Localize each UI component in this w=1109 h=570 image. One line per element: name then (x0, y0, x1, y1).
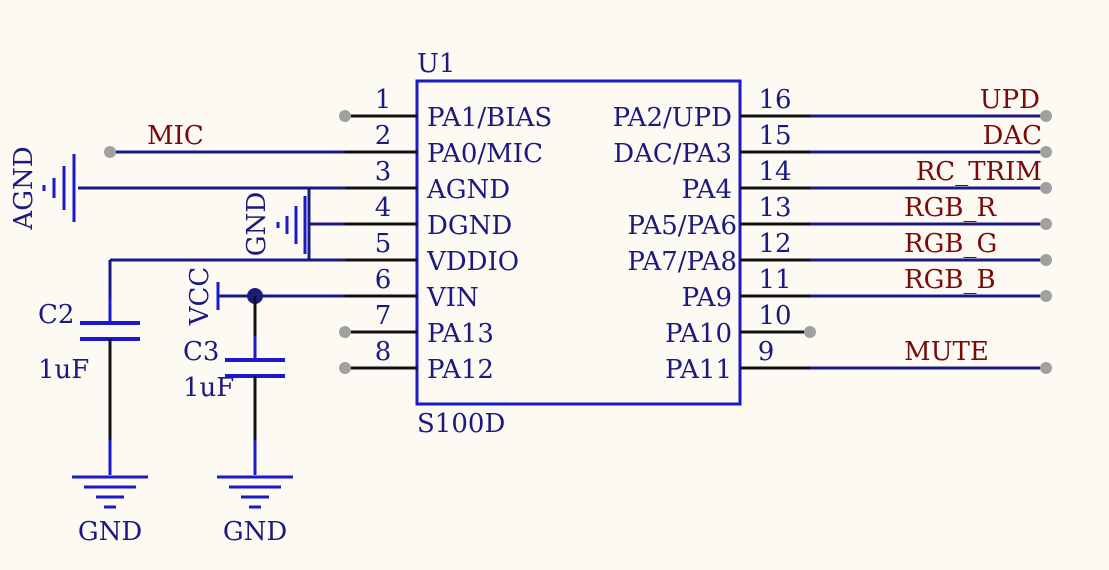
chip-body (415, 79, 742, 406)
endpoint-dots (104, 110, 1052, 374)
pin-3-name: AGND (426, 175, 510, 205)
c2-ref: C2 (38, 300, 74, 330)
endpoint-rc-trim (1040, 182, 1052, 194)
endpoint-pin-7 (339, 326, 351, 338)
pin-15-number: 15 (758, 121, 791, 151)
left-nets (78, 150, 345, 298)
pin-8-name: PA12 (427, 355, 494, 385)
pin-1-name: PA1/BIAS (427, 103, 552, 133)
pin-11-name: PA9 (682, 283, 732, 313)
capacitor-c3: C3 1uF (183, 296, 285, 475)
dgnd-label: GND (242, 192, 272, 256)
pin-6-name: VIN (426, 283, 479, 313)
agnd-symbol (42, 154, 76, 222)
pin-5-name: VDDIO (426, 247, 519, 277)
pin-12-name: PA7/PA8 (627, 247, 737, 277)
gnd-label-c2: GND (78, 517, 142, 547)
pin-3-number: 3 (375, 157, 392, 187)
endpoint-pin-10 (804, 326, 816, 338)
endpoint-rgb-b (1040, 290, 1052, 302)
net-label-dac: DAC (982, 121, 1042, 151)
endpoint-pin-8 (339, 362, 351, 374)
pin-14-number: 14 (758, 157, 791, 187)
pin-9-name: PA11 (665, 355, 732, 385)
pin-7-name: PA13 (427, 319, 494, 349)
pin-7-number: 7 (375, 301, 392, 331)
gnd-label-c3: GND (223, 517, 287, 547)
pin-14-name: PA4 (682, 175, 732, 205)
pin-10-number: 10 (758, 301, 791, 331)
pin-4-name: DGND (427, 211, 512, 241)
pin-8-number: 8 (375, 337, 392, 367)
net-label-rgb-g: RGB_G (904, 229, 997, 259)
chip-designator: U1 (417, 49, 455, 79)
c3-ref: C3 (183, 337, 219, 367)
endpoint-rgb-r (1040, 218, 1052, 230)
wire-vddio-tie (307, 224, 345, 262)
pin-16-name: PA2/UPD (613, 103, 732, 133)
wire-dgnd-tie (307, 188, 345, 226)
net-label-rgb-r: RGB_R (904, 193, 997, 223)
endpoint-pin-1 (339, 110, 351, 122)
net-label-mute: MUTE (904, 337, 989, 367)
pin-2-name: PA0/MIC (427, 139, 543, 169)
net-label-upd: UPD (980, 85, 1040, 115)
endpoint-mic (104, 146, 116, 158)
pin-9-number: 9 (758, 337, 775, 367)
c2-value: 1uF (38, 355, 89, 385)
pin-15-name: DAC/PA3 (613, 139, 732, 169)
pin-10-name: PA10 (665, 319, 732, 349)
net-label-rc-trim: RC_TRIM (916, 157, 1042, 187)
endpoint-rgb-g (1040, 254, 1052, 266)
endpoint-dac (1040, 146, 1052, 158)
pin-11-number: 11 (758, 265, 791, 295)
pin-4-number: 4 (375, 193, 392, 223)
endpoint-upd (1040, 110, 1052, 122)
pin-6-number: 6 (375, 265, 392, 295)
pin-1-number: 1 (375, 85, 392, 115)
net-label-rgb-b: RGB_B (904, 265, 996, 295)
pin-2-number: 2 (375, 121, 392, 151)
gnd-symbol-c2 (72, 475, 148, 509)
c3-value: 1uF (183, 373, 234, 403)
agnd-label: AGND (9, 146, 39, 230)
endpoint-mute (1040, 362, 1052, 374)
right-net-labels: UPD DAC RC_TRIM RGB_R RGB_G RGB_B MUTE (904, 85, 1042, 367)
dgnd-symbol (276, 196, 307, 254)
right-nets (810, 114, 1046, 370)
pin-13-number: 13 (758, 193, 791, 223)
pin-16-number: 16 (758, 85, 791, 115)
vcc-label: VCC (185, 267, 215, 327)
chip-part-number: S100D (417, 409, 505, 439)
net-label-mic: MIC (147, 121, 204, 151)
pin-12-number: 12 (758, 229, 791, 259)
gnd-symbol-c3 (217, 475, 293, 509)
capacitor-c2: C2 1uF (38, 298, 140, 475)
pin-13-name: PA5/PA6 (627, 211, 737, 241)
chip-u1: U1 S100D (415, 49, 742, 439)
pin-5-number: 5 (375, 229, 392, 259)
